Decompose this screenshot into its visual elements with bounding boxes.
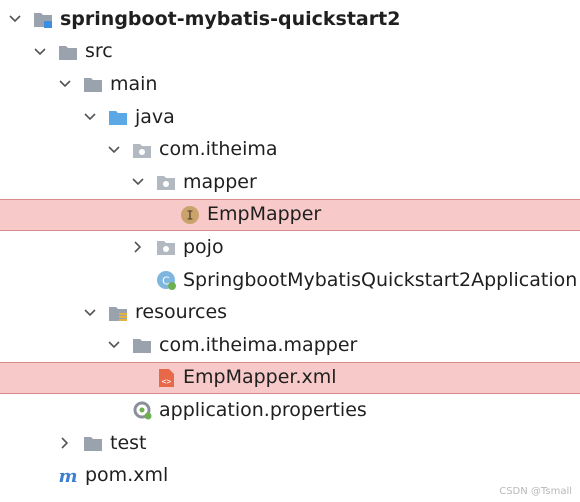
chevron-down-icon[interactable] bbox=[8, 12, 22, 26]
tree-item-pom-xml[interactable]: m pom.xml bbox=[0, 459, 580, 492]
tree-item-label: EmpMapper bbox=[207, 203, 322, 226]
svg-text:C: C bbox=[162, 275, 170, 288]
chevron-right-icon[interactable] bbox=[131, 240, 145, 254]
tree-item-com-itheima[interactable]: com.itheima bbox=[0, 133, 580, 166]
watermark: CSDN @Tsmall bbox=[499, 486, 572, 497]
chevron-down-icon[interactable] bbox=[107, 338, 121, 352]
tree-item-label: java bbox=[135, 105, 175, 128]
folder-icon bbox=[82, 432, 104, 454]
tree-item-empmapper-xml[interactable]: <> EmpMapper.xml bbox=[0, 361, 580, 395]
tree-item-com-itheima-mapper[interactable]: com.itheima.mapper bbox=[0, 329, 580, 362]
tree-item-application-properties[interactable]: application.properties bbox=[0, 394, 580, 427]
maven-icon: m bbox=[57, 465, 79, 487]
tree-item-label: resources bbox=[135, 301, 228, 324]
chevron-down-icon[interactable] bbox=[83, 306, 97, 320]
spring-boot-class-icon: C bbox=[155, 269, 177, 291]
source-root-folder-icon bbox=[107, 106, 129, 128]
svg-text:<>: <> bbox=[162, 377, 172, 386]
tree-item-label: pojo bbox=[183, 235, 224, 258]
svg-text:m: m bbox=[58, 466, 77, 487]
tree-item-label: application.properties bbox=[159, 398, 367, 421]
tree-item-mapper[interactable]: mapper bbox=[0, 166, 580, 199]
tree-item-pojo[interactable]: pojo bbox=[0, 231, 580, 264]
package-icon bbox=[155, 236, 177, 258]
tree-item-java[interactable]: java bbox=[0, 101, 580, 134]
chevron-right-icon[interactable] bbox=[58, 436, 72, 450]
tree-item-label: main bbox=[110, 72, 158, 95]
svg-text:I: I bbox=[186, 208, 193, 222]
package-icon bbox=[155, 171, 177, 193]
properties-file-icon bbox=[131, 399, 153, 421]
tree-item-resources[interactable]: resources bbox=[0, 296, 580, 329]
chevron-down-icon[interactable] bbox=[33, 45, 47, 59]
tree-item-project-root[interactable]: springboot-mybatis-quickstart2 bbox=[0, 3, 580, 36]
tree-item-src[interactable]: src bbox=[0, 36, 580, 69]
xml-file-icon: <> bbox=[155, 367, 177, 389]
tree-item-label: test bbox=[110, 431, 147, 454]
chevron-down-icon[interactable] bbox=[131, 175, 145, 189]
tree-item-label: pom.xml bbox=[85, 464, 169, 487]
chevron-down-icon[interactable] bbox=[83, 110, 97, 124]
tree-item-label: com.itheima.mapper bbox=[159, 333, 358, 356]
folder-icon bbox=[82, 73, 104, 95]
tree-item-label: SpringbootMybatisQuickstart2Application bbox=[183, 268, 578, 291]
chevron-down-icon[interactable] bbox=[107, 143, 121, 157]
folder-icon bbox=[131, 334, 153, 356]
chevron-down-icon[interactable] bbox=[58, 77, 72, 91]
tree-item-label: EmpMapper.xml bbox=[183, 366, 337, 389]
module-folder-icon bbox=[32, 8, 54, 30]
tree-item-label: src bbox=[85, 40, 113, 63]
resources-folder-icon bbox=[107, 302, 129, 324]
tree-item-label: com.itheima bbox=[159, 138, 278, 161]
tree-item-empmapper[interactable]: I EmpMapper bbox=[0, 198, 580, 232]
tree-item-application-class[interactable]: C SpringbootMybatisQuickstart2Applicatio… bbox=[0, 264, 580, 297]
interface-icon: I bbox=[179, 204, 201, 226]
folder-icon bbox=[57, 41, 79, 63]
tree-item-label: springboot-mybatis-quickstart2 bbox=[60, 7, 401, 30]
tree-item-test[interactable]: test bbox=[0, 427, 580, 460]
package-icon bbox=[131, 139, 153, 161]
project-tree: springboot-mybatis-quickstart2 src main … bbox=[0, 3, 580, 492]
tree-item-main[interactable]: main bbox=[0, 68, 580, 101]
tree-item-label: mapper bbox=[183, 170, 257, 193]
